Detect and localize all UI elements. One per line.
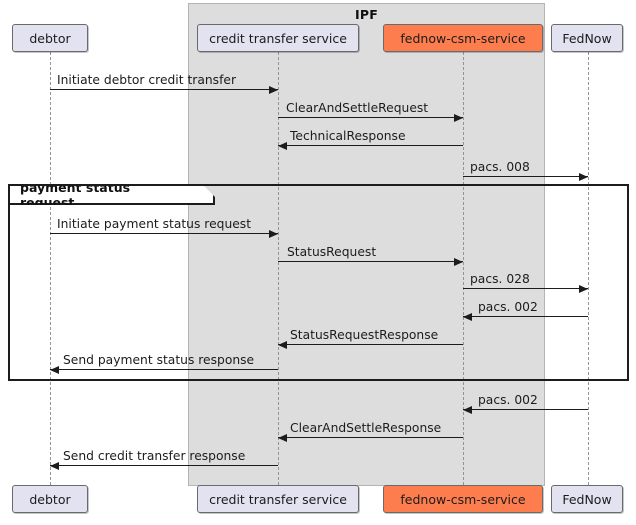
message-label-m12: ClearAndSettleResponse — [290, 421, 442, 435]
message-label-m10: Send payment status response — [63, 353, 255, 367]
message-line-m10 — [50, 369, 278, 370]
message-label-m4: pacs. 008 — [470, 160, 530, 174]
message-arrowhead-m3 — [278, 141, 287, 150]
participant-cts-bottom[interactable]: credit transfer service — [197, 485, 359, 513]
participant-fednow-top[interactable]: FedNow — [551, 24, 623, 52]
participant-debtor-bottom[interactable]: debtor — [12, 485, 88, 513]
message-line-m13 — [50, 465, 278, 466]
message-arrowhead-m6 — [454, 257, 463, 266]
message-line-m7 — [463, 288, 588, 289]
group-box-title: IPF — [355, 7, 378, 22]
lifeline-cts — [278, 52, 279, 485]
participant-label: debtor — [29, 491, 71, 507]
message-arrowhead-m1 — [269, 85, 278, 94]
message-label-m13: Send credit transfer response — [63, 449, 246, 463]
message-label-m7: pacs. 028 — [470, 272, 530, 286]
participant-label: credit transfer service — [209, 30, 347, 46]
participant-label: credit transfer service — [209, 491, 347, 507]
message-label-m11: pacs. 002 — [478, 393, 538, 407]
participant-label: debtor — [29, 30, 71, 46]
message-arrowhead-m7 — [579, 284, 588, 293]
message-arrowhead-m10 — [50, 365, 59, 374]
message-arrowhead-m4 — [579, 172, 588, 181]
message-label-m6: StatusRequest — [287, 245, 377, 259]
participant-label: FedNow — [562, 30, 612, 46]
participant-label: fednow-csm-service — [400, 491, 526, 507]
message-arrowhead-m13 — [50, 461, 59, 470]
participant-fednowcsm-top[interactable]: fednow-csm-service — [383, 24, 543, 52]
message-label-m8: pacs. 002 — [478, 300, 538, 314]
participant-debtor-top[interactable]: debtor — [12, 24, 88, 52]
message-arrowhead-m8 — [463, 312, 472, 321]
participant-fednow-bottom[interactable]: FedNow — [551, 485, 623, 513]
message-line-m3 — [278, 145, 463, 146]
participant-label: FedNow — [562, 491, 612, 507]
participant-fednowcsm-bottom[interactable]: fednow-csm-service — [383, 485, 543, 513]
message-line-m11 — [463, 409, 588, 410]
message-label-m9: StatusRequestResponse — [290, 328, 439, 342]
lifeline-fednowcsm — [463, 52, 464, 485]
message-line-m12 — [278, 437, 463, 438]
message-label-m1: Initiate debtor credit transfer — [57, 73, 237, 87]
message-line-m9 — [278, 344, 463, 345]
message-line-m1 — [50, 89, 278, 90]
group-box-ipf: IPF — [188, 3, 545, 486]
message-arrowhead-m9 — [278, 340, 287, 349]
message-arrowhead-m5 — [269, 229, 278, 238]
message-line-m6 — [278, 261, 463, 262]
fragment-payment-status-request — [8, 184, 629, 381]
message-line-m4 — [463, 176, 588, 177]
message-label-m2: ClearAndSettleRequest — [286, 101, 429, 115]
message-arrowhead-m12 — [278, 433, 287, 442]
message-arrowhead-m11 — [463, 405, 472, 414]
message-arrowhead-m2 — [454, 113, 463, 122]
lifeline-fednow — [588, 52, 589, 485]
lifeline-debtor — [50, 52, 51, 485]
participant-label: fednow-csm-service — [400, 30, 526, 46]
fragment-label: payment status request — [10, 186, 215, 205]
message-label-m5: Initiate payment status request — [57, 217, 252, 231]
message-label-m3: TechnicalResponse — [290, 129, 406, 143]
message-line-m5 — [50, 233, 278, 234]
participant-cts-top[interactable]: credit transfer service — [197, 24, 359, 52]
message-line-m2 — [278, 117, 463, 118]
message-line-m8 — [463, 316, 588, 317]
